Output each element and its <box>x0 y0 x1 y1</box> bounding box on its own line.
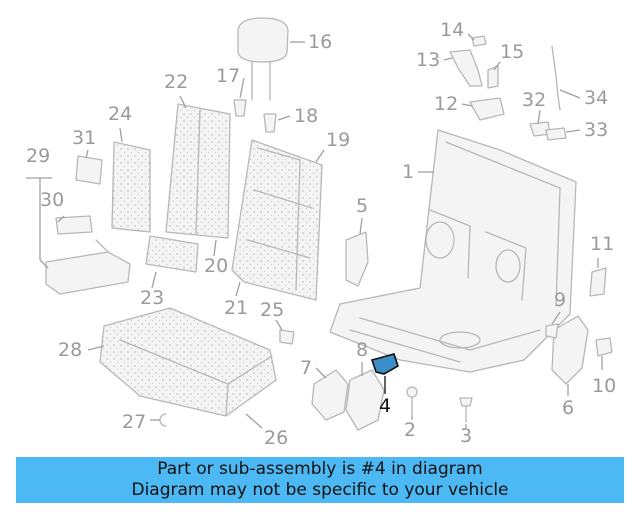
callout-13: 13 <box>416 49 440 71</box>
upper-right-parts <box>449 35 505 121</box>
seat-cushion <box>99 307 277 417</box>
plate-31 <box>75 155 103 185</box>
callout-24: 24 <box>108 103 132 125</box>
callout-11: 11 <box>590 233 614 255</box>
callout-34: 34 <box>584 87 608 109</box>
side-bolster-24 <box>111 141 151 233</box>
callout-5: 5 <box>356 195 368 217</box>
cap-10 <box>595 337 613 357</box>
callout-29: 29 <box>26 145 50 167</box>
parts-diagram: 1 2 3 4 5 6 7 8 9 10 11 12 13 14 15 16 1… <box>26 17 616 449</box>
callout-6: 6 <box>562 397 574 419</box>
clip-9 <box>545 323 559 339</box>
headrest-part <box>237 17 289 101</box>
callout-8: 8 <box>356 339 368 361</box>
seatback-panel-22 <box>165 103 231 239</box>
callout-12: 12 <box>434 93 458 115</box>
callout-19: 19 <box>326 129 350 151</box>
belt-parts <box>529 45 567 141</box>
callout-21: 21 <box>224 297 248 319</box>
hinge-covers <box>311 369 385 431</box>
callout-3: 3 <box>460 425 472 447</box>
callout-20: 20 <box>204 255 228 277</box>
seatback-cushion <box>231 139 323 301</box>
callout-15: 15 <box>500 41 524 63</box>
latch-30 <box>55 215 93 235</box>
clip-25 <box>279 329 295 345</box>
callout-23: 23 <box>140 287 164 309</box>
callout-31: 31 <box>72 127 96 149</box>
callout-32: 32 <box>522 89 546 111</box>
bolts <box>406 386 473 423</box>
callout-7: 7 <box>300 357 312 379</box>
callout-1: 1 <box>402 161 414 183</box>
callout-4: 4 <box>379 395 391 417</box>
part-4-highlighted <box>370 353 399 375</box>
headrest-guide-part <box>233 99 277 133</box>
ring-clip-27 <box>159 413 167 427</box>
banner-line-1: Part or sub-assembly is #4 in diagram <box>157 459 483 479</box>
callout-26: 26 <box>264 427 288 449</box>
callout-33: 33 <box>584 119 608 141</box>
callout-9: 9 <box>554 289 566 311</box>
callout-30: 30 <box>40 189 64 211</box>
callout-16: 16 <box>308 31 332 53</box>
trim-6 <box>551 315 589 385</box>
seat-frame-1 <box>329 129 577 373</box>
banner-line-2: Diagram may not be specific to your vehi… <box>131 480 509 500</box>
callout-10: 10 <box>592 375 616 397</box>
armrest-29 <box>45 239 131 295</box>
bracket-5 <box>345 231 369 287</box>
callout-leaders <box>57 33 603 429</box>
callout-14: 14 <box>440 19 464 41</box>
callout-17: 17 <box>216 65 240 87</box>
panel-23 <box>145 235 199 273</box>
callout-28: 28 <box>58 339 82 361</box>
cover-11 <box>589 267 607 297</box>
callout-18: 18 <box>294 105 318 127</box>
info-banner: Part or sub-assembly is #4 in diagram Di… <box>16 457 624 503</box>
callout-25: 25 <box>260 299 284 321</box>
callout-2: 2 <box>404 419 416 441</box>
callout-27: 27 <box>122 411 146 433</box>
callout-22: 22 <box>164 71 188 93</box>
